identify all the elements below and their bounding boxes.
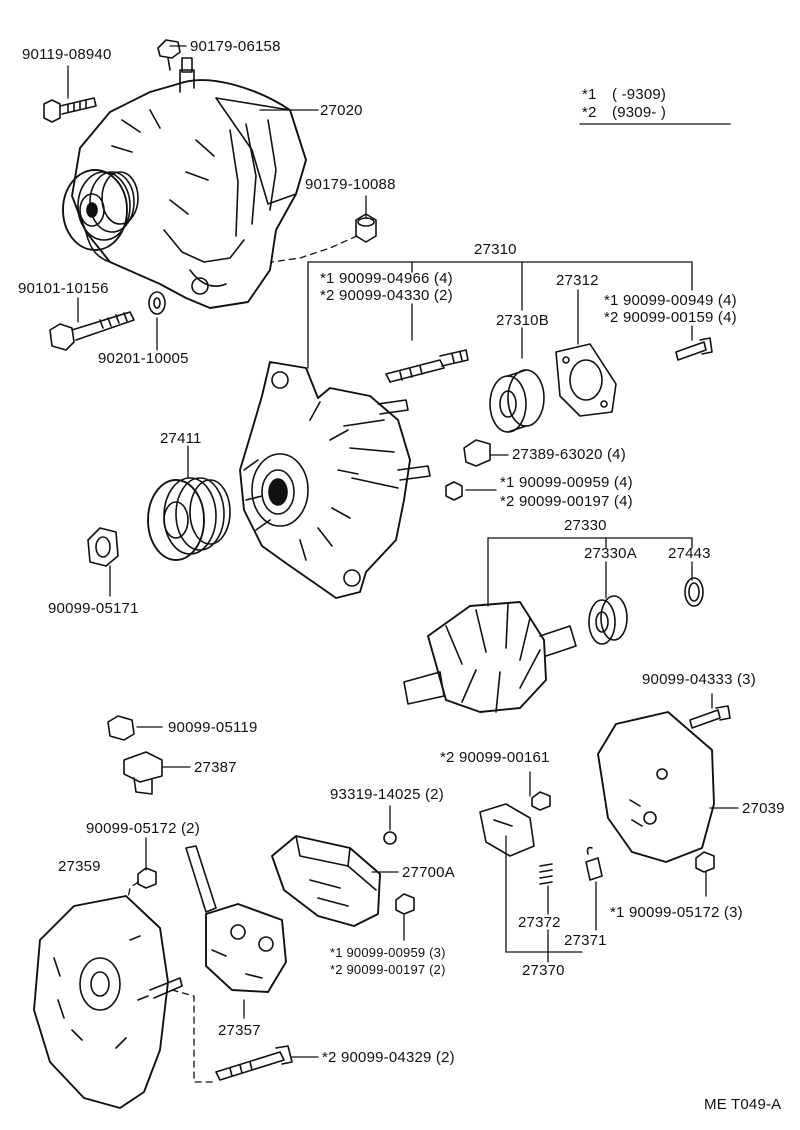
legend-row1-mark: *1: [582, 86, 597, 103]
screw-90099-00949: [676, 338, 712, 360]
nut-90099-05119: [108, 716, 134, 740]
bolt-90101-10156: [50, 312, 134, 350]
pulley-27411: [148, 478, 230, 560]
label-90099-04330: *2 90099-04330 (2): [320, 287, 453, 304]
legend-row1-range: ( -9309): [612, 86, 667, 103]
label-27357: 27357: [218, 1022, 261, 1039]
label-27020: 27020: [320, 102, 363, 119]
rotor-27330: [404, 602, 576, 712]
label-90119-08940: 90119-08940: [22, 46, 112, 63]
washer-93319-14025: [384, 832, 396, 844]
label-90099-00949: *1 90099-00949 (4): [604, 292, 737, 309]
brush-27371: [586, 848, 602, 880]
label-90099-05119: 90099-05119: [168, 719, 258, 736]
brush-holder-27357: [186, 846, 286, 992]
diagram-code: ME T049-A: [704, 1096, 782, 1113]
screw-90099-00959-lower: [396, 894, 414, 914]
stud-90099-04966: [386, 350, 468, 382]
label-90099-04329: *2 90099-04329 (2): [322, 1049, 455, 1066]
label-27310: 27310: [474, 241, 517, 258]
bolt-90099-04329: [216, 1046, 292, 1080]
label-90099-04966: *1 90099-04966 (4): [320, 270, 453, 287]
label-27371: 27371: [564, 932, 607, 949]
nut-90099-05172-upper: [138, 868, 156, 888]
bearing-27330A: [589, 596, 627, 644]
label-90179-06158: 90179-06158: [190, 38, 281, 55]
cover-27443: [685, 578, 703, 606]
nut-90179-06158: [158, 40, 180, 70]
screw-90099-04333: [690, 706, 730, 728]
legend-row2-range: (9309- ): [612, 104, 667, 121]
screw-90099-00959-top: [446, 482, 462, 500]
label-27330A: 27330A: [584, 545, 637, 562]
label-90099-00959-b: *1 90099-00959 (3): [330, 945, 446, 960]
label-90101-10156: 90101-10156: [18, 280, 109, 297]
nut-90099-00161: [532, 792, 550, 810]
brush-holder-27370: [480, 804, 534, 856]
washer-90201-10005: [149, 292, 165, 314]
alternator-assembly: [63, 58, 306, 308]
label-90099-00197-b: *2 90099-00197 (2): [330, 962, 446, 977]
regulator-27700A: [272, 836, 380, 926]
drive-end-frame: [240, 362, 430, 598]
label-27310B: 27310B: [496, 312, 549, 329]
label-27330: 27330: [564, 517, 607, 534]
bearing-27310B: [490, 370, 544, 432]
label-90201-10005: 90201-10005: [98, 350, 189, 367]
spring-27372: [540, 864, 552, 884]
label-90099-00161: *2 90099-00161: [440, 749, 550, 766]
label-93319-14025: 93319-14025 (2): [330, 786, 444, 803]
label-90099-05172-a: 90099-05172 (2): [86, 820, 200, 837]
rear-end-cover-27039: [598, 712, 714, 862]
insulator-27387: [124, 752, 162, 794]
label-90179-10088: 90179-10088: [305, 176, 396, 193]
leader-lines: [68, 46, 738, 1082]
legend-row2-mark: *2: [582, 104, 597, 121]
nut-90099-05172-right: [696, 852, 714, 872]
nut-90099-05171: [88, 528, 118, 566]
rectifier-end-frame-27359: [34, 896, 182, 1108]
insulator-27389-63020: [464, 440, 490, 466]
label-90099-00959-a: *1 90099-00959 (4): [500, 474, 633, 491]
label-27389-63020: 27389-63020 (4): [512, 446, 626, 463]
label-27039: 27039: [742, 800, 785, 817]
label-90099-04333: 90099-04333 (3): [642, 671, 756, 688]
nut-90179-10088: [356, 214, 376, 242]
label-27359: 27359: [58, 858, 101, 875]
retainer-plate-27312: [556, 344, 616, 416]
label-90099-05172-b: *1 90099-05172 (3): [610, 904, 743, 921]
label-27370: 27370: [522, 962, 565, 979]
label-90099-05171: 90099-05171: [48, 600, 139, 617]
label-27312: 27312: [556, 272, 599, 289]
label-90099-00197-a: *2 90099-00197 (4): [500, 493, 633, 510]
label-27411: 27411: [160, 430, 202, 447]
label-27372: 27372: [518, 914, 561, 931]
label-27700A: 27700A: [402, 864, 455, 881]
label-27443: 27443: [668, 545, 711, 562]
label-90099-00159: *2 90099-00159 (4): [604, 309, 737, 326]
bolt-90119-08940: [44, 98, 96, 122]
label-27387: 27387: [194, 759, 237, 776]
